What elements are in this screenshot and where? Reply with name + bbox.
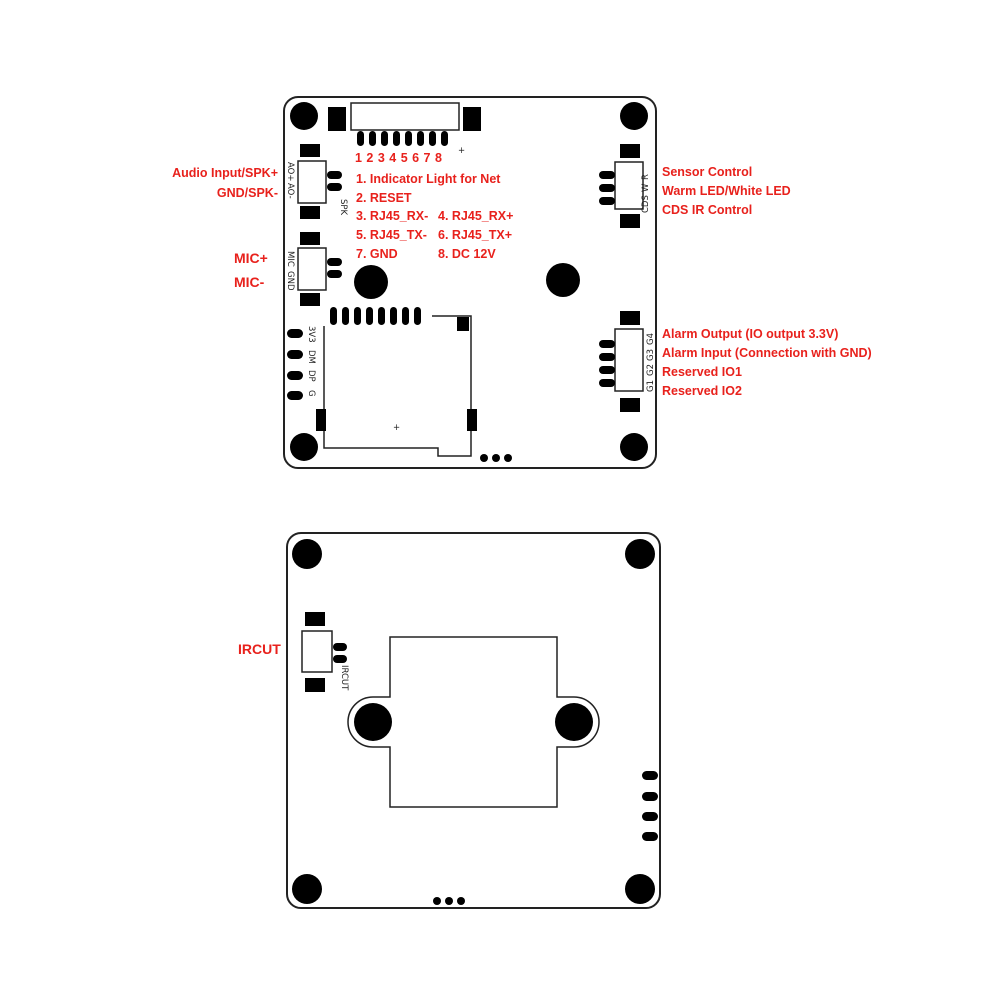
usb-pads: 3V3 DM DP G (287, 326, 316, 400)
silk-w: W (641, 183, 651, 192)
mount-hole-center-left (354, 265, 388, 299)
silk-g3: G3 (646, 349, 656, 361)
silk-3v3: 3V3 (306, 326, 316, 343)
silk-spk: SPK (338, 199, 348, 216)
sensor-label-1: Sensor Control (662, 165, 753, 179)
bottom-mount-hole-tl (292, 539, 322, 569)
silk-ao-minus: AO- (285, 183, 295, 199)
mount-hole-tr (620, 102, 648, 130)
connector-plus-mark: + (458, 146, 465, 156)
mount-hole-center-right (546, 263, 580, 297)
bottom-mount-hole-tr (625, 539, 655, 569)
bottom-board: IRCUT (286, 532, 661, 909)
lens-mount-screw-left (354, 703, 392, 741)
connector-pins (357, 131, 448, 146)
lens-mount-screw-right (555, 703, 593, 741)
connector-pin-numbers: 1 2 3 4 5 6 7 8 (355, 151, 442, 165)
alarm-label-4: Reserved IO2 (662, 384, 742, 398)
silk-r: R (641, 174, 651, 180)
mount-hole-br (620, 433, 648, 461)
sd-card-pins (330, 307, 421, 325)
pin1-label: 1. Indicator Light for Net (356, 172, 501, 186)
silk-g: G (306, 390, 316, 397)
sensor-connector: R W CDS (599, 144, 651, 228)
alarm-label-3: Reserved IO1 (662, 365, 742, 379)
silk-cds: CDS (641, 195, 651, 213)
ircut-connector: IRCUT (301, 612, 349, 692)
mic-label-plus: MIC+ (234, 250, 268, 266)
alarm-label-2: Alarm Input (Connection with GND) (662, 346, 872, 360)
silk-g4: G4 (646, 333, 656, 345)
sensor-label-3: CDS IR Control (662, 203, 753, 217)
speaker-connector: AO+ AO- SPK (285, 144, 348, 219)
bottom-pads-bottom (433, 897, 465, 905)
ircut-label: IRCUT (238, 641, 281, 657)
top-board-outline (283, 96, 657, 469)
silk-g2: G2 (646, 364, 656, 376)
bottom-pads-top (480, 454, 512, 462)
pin3-label: 3. RJ45_RX- (356, 209, 429, 223)
pin5-label: 5. RJ45_TX- (356, 228, 427, 242)
silk-g1: G1 (646, 380, 656, 392)
mount-hole-bl (290, 433, 318, 461)
silk-dm: DM (306, 350, 316, 364)
sd-card-slot: + (316, 307, 477, 457)
alarm-label-1: Alarm Output (IO output 3.3V) (662, 327, 839, 341)
silk-ao-plus: AO+ (285, 162, 295, 181)
network-power-connector: + (328, 102, 481, 156)
sensor-label-2: Warm LED/White LED (662, 184, 791, 198)
side-pads-bottom (642, 771, 658, 841)
pin6-label: 6. RJ45_TX+ (438, 228, 513, 242)
silk-dp: DP (306, 370, 316, 382)
mount-hole-tl (290, 102, 318, 130)
alarm-connector: G4 G3 G2 G1 (599, 311, 656, 412)
pin2-label: 2. RESET (356, 191, 412, 205)
pin7-label: 7. GND (356, 247, 398, 261)
mic-connector: MIC GND (285, 232, 342, 306)
sd-plus-mark: + (393, 423, 400, 433)
pin8-label: 8. DC 12V (438, 247, 496, 261)
silk-mic: MIC (285, 251, 295, 267)
speaker-label-2: GND/SPK- (216, 186, 278, 200)
lens-mount-outline (347, 636, 600, 808)
speaker-label-1: Audio Input/SPK+ (172, 166, 278, 180)
top-board: + AO+ AO- SPK MIC GND (283, 96, 657, 469)
pin4-label: 4. RJ45_RX+ (438, 209, 514, 223)
bottom-mount-hole-bl (292, 874, 322, 904)
mic-label-minus: MIC- (234, 274, 265, 290)
silk-gnd: GND (285, 271, 295, 291)
bottom-mount-hole-br (625, 874, 655, 904)
silk-ircut: IRCUT (339, 665, 349, 691)
